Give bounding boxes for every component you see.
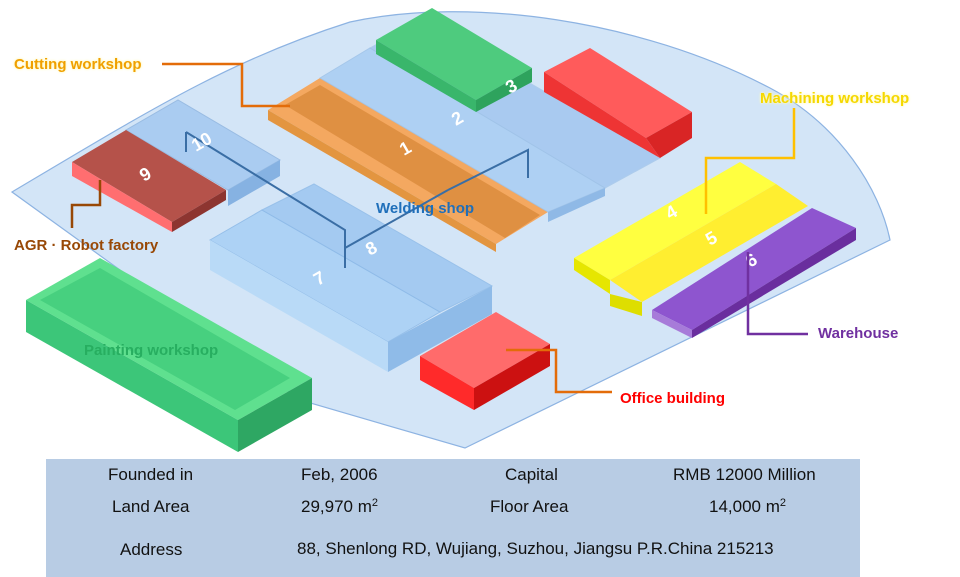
land-area-label: Land Area xyxy=(112,497,190,516)
machining-workshop-block xyxy=(574,162,808,316)
cutting-workshop-block xyxy=(268,78,548,252)
warehouse-label: Warehouse xyxy=(818,325,899,342)
floor-area-value: 14,000 m2 xyxy=(709,497,787,516)
company-info-table: Founded in Feb, 2006 Capital RMB 12000 M… xyxy=(46,459,860,577)
machining-workshop-label: Machining workshop xyxy=(760,90,910,107)
welding-connector-lines xyxy=(185,131,529,268)
red-block-top xyxy=(544,48,692,158)
capital-value: RMB 12000 Million xyxy=(673,465,816,484)
agr-robot-factory-block xyxy=(72,130,226,232)
warehouse-block xyxy=(652,208,856,338)
address-label: Address xyxy=(120,540,183,559)
factory-site-plan: 1 2 3 4 5 6 7 8 9 10 xyxy=(10,8,891,452)
welding-shop-label: Welding shop xyxy=(376,200,475,217)
block-10 xyxy=(125,99,281,206)
green-block-top xyxy=(376,8,532,112)
founded-label: Founded in xyxy=(108,465,194,484)
painting-workshop-label: Painting workshop xyxy=(84,342,219,359)
callout-lines xyxy=(70,62,808,394)
painting-workshop-block xyxy=(26,258,312,452)
land-area-value: 29,970 m2 xyxy=(301,497,379,516)
block-7-8 xyxy=(208,183,494,372)
office-building-block xyxy=(420,312,550,410)
cutting-workshop-label: Cutting workshop xyxy=(14,56,142,73)
floor-area-label: Floor Area xyxy=(490,497,569,516)
agr-robot-factory-label: AGR · Robot factory xyxy=(14,237,159,254)
office-building-label: Office building xyxy=(620,390,725,407)
address-value: 88, Shenlong RD, Wujiang, Suzhou, Jiangs… xyxy=(297,539,774,558)
founded-value: Feb, 2006 xyxy=(301,465,378,484)
capital-label: Capital xyxy=(505,465,558,484)
